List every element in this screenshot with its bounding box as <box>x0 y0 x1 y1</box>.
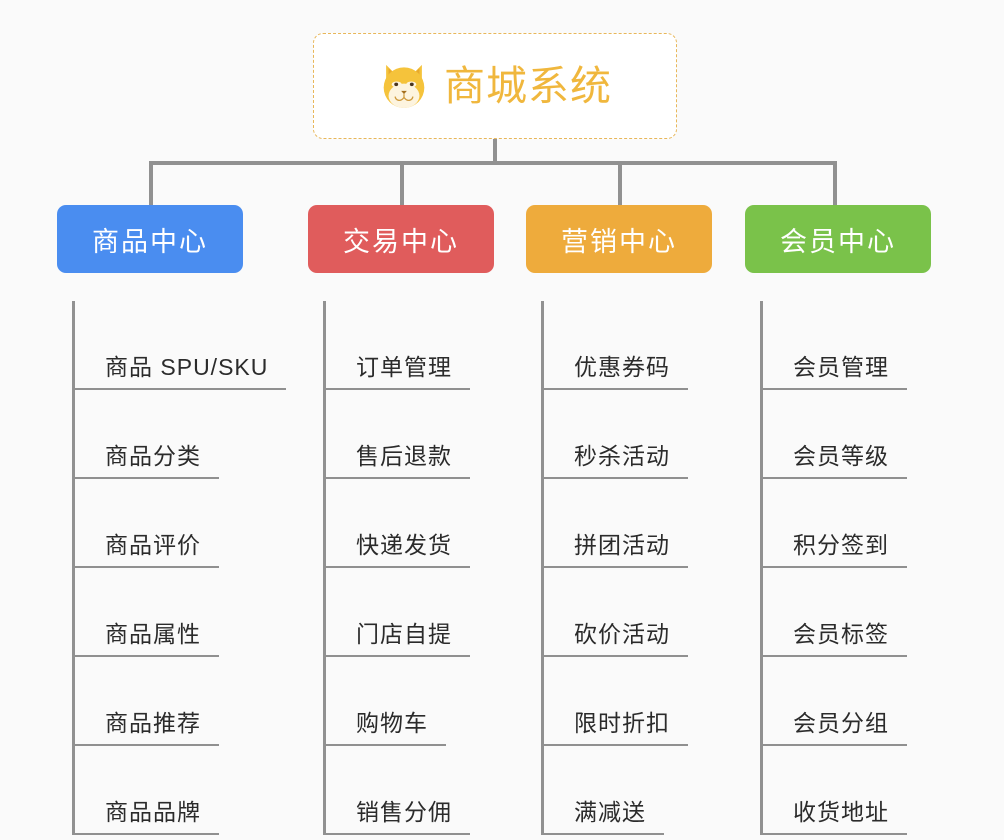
leaf-item[interactable]: 商品品牌 <box>75 746 243 835</box>
leaf-item[interactable]: 售后退款 <box>326 390 494 479</box>
leaf-item[interactable]: 销售分佣 <box>326 746 494 835</box>
leaf-label: 拼团活动 <box>544 532 688 568</box>
leaf-item[interactable]: 会员分组 <box>763 657 931 746</box>
leaf-item[interactable]: 限时折扣 <box>544 657 712 746</box>
connector-drop-2 <box>400 161 404 207</box>
root-node-shopping-mall-system[interactable]: 商城系统 <box>313 33 677 139</box>
leaf-item[interactable]: 积分签到 <box>763 479 931 568</box>
leaf-item[interactable]: 商品属性 <box>75 568 243 657</box>
connector-drop-4 <box>833 161 837 207</box>
leaf-label: 商品品牌 <box>75 799 219 835</box>
leaf-label: 商品 SPU/SKU <box>75 354 287 390</box>
root-node-label: 商城系统 <box>444 62 612 109</box>
category-header-3[interactable]: 营销中心 <box>526 205 712 273</box>
leaf-label: 商品推荐 <box>75 710 219 746</box>
leaf-label: 秒杀活动 <box>544 443 688 479</box>
leaf-label: 砍价活动 <box>544 621 688 657</box>
leaf-item[interactable]: 拼团活动 <box>544 479 712 568</box>
connector-root-stem <box>493 139 497 164</box>
leaf-label: 门店自提 <box>326 621 470 657</box>
leaf-item[interactable]: 会员等级 <box>763 390 931 479</box>
leaf-label: 商品分类 <box>75 443 219 479</box>
connector-horizontal-bus <box>149 161 837 165</box>
leaf-label: 限时折扣 <box>544 710 688 746</box>
leaf-label: 优惠券码 <box>544 354 688 390</box>
leaf-item[interactable]: 快递发货 <box>326 479 494 568</box>
leaf-item[interactable]: 满减送 <box>544 746 712 835</box>
category-column-4: 会员中心 会员管理 会员等级 积分签到 会员标签 会员分组 收货地址 <box>745 205 931 835</box>
leaf-item[interactable]: 购物车 <box>326 657 494 746</box>
connector-drop-3 <box>618 161 622 207</box>
leaf-label: 售后退款 <box>326 443 470 479</box>
leaf-item[interactable]: 收货地址 <box>763 746 931 835</box>
leaf-label: 收货地址 <box>763 799 907 835</box>
leaf-item[interactable]: 门店自提 <box>326 568 494 657</box>
category-label-2: 交易中心 <box>343 226 459 257</box>
leaf-list-4: 会员管理 会员等级 积分签到 会员标签 会员分组 收货地址 <box>760 301 931 835</box>
leaf-label: 商品评价 <box>75 532 219 568</box>
leaf-item[interactable]: 订单管理 <box>326 301 494 390</box>
leaf-item[interactable]: 会员管理 <box>763 301 931 390</box>
leaf-item[interactable]: 商品分类 <box>75 390 243 479</box>
leaf-label: 满减送 <box>544 799 664 835</box>
category-label-3: 营销中心 <box>561 226 677 257</box>
shiba-dog-face-icon <box>383 64 425 108</box>
category-column-1: 商品中心 商品 SPU/SKU 商品分类 商品评价 商品属性 商品推荐 商品品牌 <box>57 205 287 835</box>
leaf-label: 积分签到 <box>763 532 907 568</box>
leaf-label: 购物车 <box>326 710 446 746</box>
category-header-2[interactable]: 交易中心 <box>308 205 494 273</box>
leaf-item[interactable]: 商品评价 <box>75 479 243 568</box>
category-label-1: 商品中心 <box>92 226 208 257</box>
leaf-label: 快递发货 <box>326 532 470 568</box>
category-header-1[interactable]: 商品中心 <box>57 205 243 273</box>
leaf-label: 会员标签 <box>763 621 907 657</box>
connector-drop-1 <box>149 161 153 207</box>
leaf-item[interactable]: 商品推荐 <box>75 657 243 746</box>
category-column-2: 交易中心 订单管理 售后退款 快递发货 门店自提 购物车 销售分佣 <box>308 205 494 835</box>
category-header-4[interactable]: 会员中心 <box>745 205 931 273</box>
leaf-label: 销售分佣 <box>326 799 470 835</box>
leaf-item[interactable]: 商品 SPU/SKU <box>75 301 287 390</box>
leaf-item[interactable]: 砍价活动 <box>544 568 712 657</box>
category-label-4: 会员中心 <box>780 226 896 257</box>
leaf-label: 会员等级 <box>763 443 907 479</box>
leaf-item[interactable]: 秒杀活动 <box>544 390 712 479</box>
leaf-item[interactable]: 会员标签 <box>763 568 931 657</box>
leaf-list-2: 订单管理 售后退款 快递发货 门店自提 购物车 销售分佣 <box>323 301 494 835</box>
category-column-3: 营销中心 优惠券码 秒杀活动 拼团活动 砍价活动 限时折扣 满减送 <box>526 205 712 835</box>
leaf-list-1: 商品 SPU/SKU 商品分类 商品评价 商品属性 商品推荐 商品品牌 <box>72 301 287 835</box>
leaf-label: 会员分组 <box>763 710 907 746</box>
leaf-list-3: 优惠券码 秒杀活动 拼团活动 砍价活动 限时折扣 满减送 <box>541 301 712 835</box>
leaf-label: 商品属性 <box>75 621 219 657</box>
leaf-label: 会员管理 <box>763 354 907 390</box>
leaf-item[interactable]: 优惠券码 <box>544 301 712 390</box>
leaf-label: 订单管理 <box>326 354 470 390</box>
